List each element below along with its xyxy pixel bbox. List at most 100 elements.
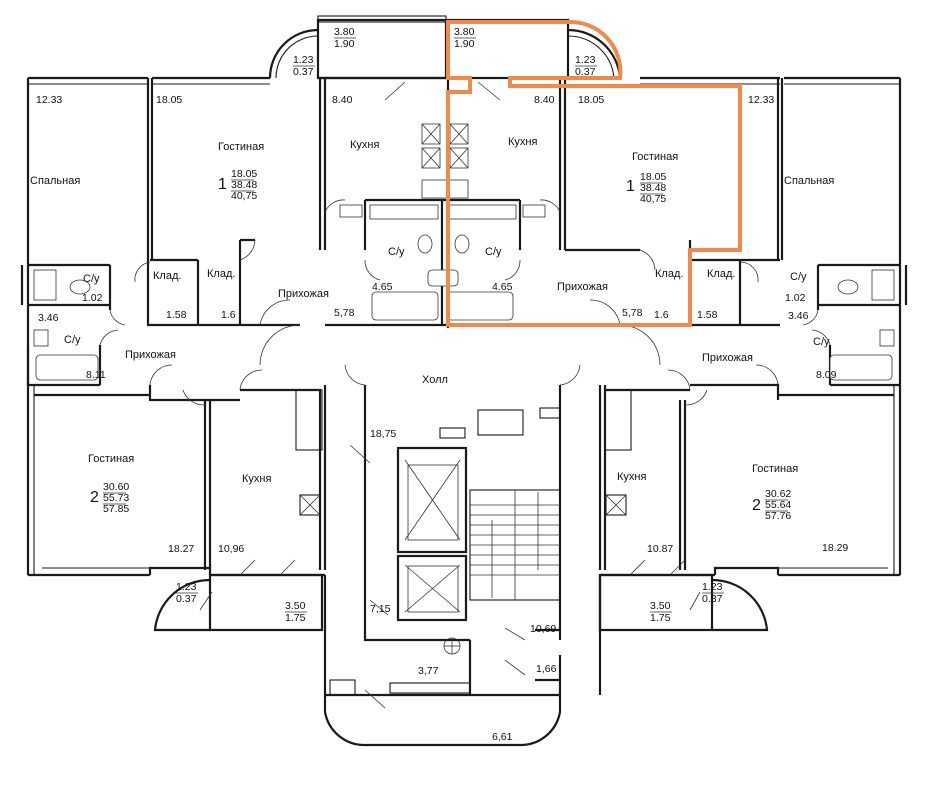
label-hall-top-left: Прихожая [278, 288, 329, 300]
area-balc-bl-a: 3.50 [285, 600, 306, 612]
area-loggia-br-a: 1.23 [702, 581, 723, 593]
area-liv-top-r: 18.05 [578, 94, 604, 106]
area-bath-mid-r: 4.65 [492, 281, 513, 293]
area-closet-a-l: 1.58 [166, 309, 187, 321]
area-vest-b: 1,66 [536, 663, 557, 675]
interior-walls-lower [34, 385, 894, 570]
svg-text:2: 2 [90, 489, 99, 506]
svg-text:18.05: 18.05 [640, 171, 666, 183]
svg-text:30.60: 30.60 [103, 481, 129, 493]
selected-apartment-outline [446, 19, 742, 327]
svg-text:18.05: 18.05 [231, 168, 257, 180]
area-balc-top-r-b: 1.90 [454, 38, 475, 50]
svg-text:38.48: 38.48 [231, 179, 257, 191]
svg-text:55.64: 55.64 [765, 499, 791, 511]
label-kitchen-bot-left: Кухня [242, 473, 271, 485]
apartment-summaries: 1 18.05 38.48 40,75 1 18.05 38.48 40,75 … [90, 168, 791, 522]
room-labels: Спальная Спальная Гостиная Гостиная Кухн… [30, 136, 834, 485]
apt-summary-1-left: 1 18.05 38.48 40,75 [218, 168, 257, 202]
top-balconies [268, 15, 622, 101]
label-bath-mid-left: С/у [388, 246, 405, 258]
area-loggia-tr-a: 1.23 [575, 54, 596, 66]
apt-summary-1-right: 1 18.05 38.48 40,75 [626, 171, 666, 205]
area-wc-l: 1.02 [82, 292, 103, 304]
area-loggia-tl-a: 1.23 [293, 54, 314, 66]
label-hall-top-right: Прихожая [557, 281, 608, 293]
svg-text:55.73: 55.73 [103, 492, 129, 504]
area-kit-bot-r: 10.87 [647, 543, 673, 555]
outer-walls [20, 76, 908, 697]
area-loggia-bl-b: 0.37 [176, 593, 197, 605]
area-wc-r: 1.02 [785, 292, 806, 304]
svg-text:57.76: 57.76 [765, 510, 791, 522]
area-closet-b-l: 1.6 [221, 309, 236, 321]
area-closet-a-r: 1.6 [654, 309, 669, 321]
area-hall-bot-r: 8.09 [816, 369, 837, 381]
label-wc-right: С/у [790, 271, 807, 283]
label-bath-side-left: С/у [64, 334, 81, 346]
area-kit-bot-l: 10,96 [218, 543, 244, 555]
area-liv-top-l: 18.05 [156, 94, 182, 106]
label-closet-l2: Клад. [207, 268, 235, 280]
svg-text:30.62: 30.62 [765, 488, 791, 500]
area-bath-side-r: 3.46 [788, 310, 809, 322]
label-living-top-left: Гостиная [218, 141, 264, 153]
label-bedroom-right: Спальная [784, 175, 834, 187]
area-hall-top-r: 5,78 [622, 307, 643, 319]
svg-text:1: 1 [626, 178, 635, 195]
svg-text:40,75: 40,75 [231, 190, 257, 202]
area-labels: 3.80 1.90 3.80 1.90 1.23 0.37 1.23 0.37 … [36, 26, 848, 743]
area-bath-mid-l: 4.65 [372, 281, 393, 293]
label-bath-mid-right: С/у [485, 246, 502, 258]
area-loggia-bl-a: 1.23 [176, 581, 197, 593]
label-bedroom-left: Спальная [30, 175, 80, 187]
label-wc-left: С/у [83, 273, 100, 285]
area-hall-bot-l: 8.11 [86, 369, 106, 381]
area-balc-top-l-b: 1.90 [334, 38, 355, 50]
bottom-balconies [153, 559, 769, 632]
stair-elevator-core [323, 385, 562, 747]
stair-flight [469, 489, 561, 601]
area-loggia-br-b: 0.37 [702, 593, 723, 605]
area-balc-top-r-a: 3.80 [454, 26, 475, 38]
label-kitchen-top-left: Кухня [350, 139, 379, 151]
area-balc-top-l-a: 3.80 [334, 26, 355, 38]
area-vest-c: 3,77 [418, 665, 439, 677]
label-closet-r1: Клад. [655, 268, 683, 280]
label-hall-bot-right: Прихожая [702, 352, 753, 364]
label-living-top-right: Гостиная [632, 151, 678, 163]
area-loggia-tl-b: 0.37 [293, 66, 314, 78]
area-bed-r: 12.33 [748, 94, 774, 106]
label-living-bot-left: Гостиная [88, 453, 134, 465]
area-balc-bl-b: 1.75 [285, 612, 306, 624]
area-liv-bot-l: 18.27 [168, 543, 194, 555]
area-kit-top-r: 8.40 [534, 94, 555, 106]
area-lobby: 18,75 [370, 428, 396, 440]
area-loggia-tr-b: 0.37 [575, 66, 596, 78]
door-swings [99, 199, 831, 406]
svg-text:40,75: 40,75 [640, 193, 666, 205]
label-kitchen-top-right: Кухня [508, 136, 537, 148]
area-liv-bot-r: 18.29 [822, 542, 848, 554]
label-closet-l1: Клад. [153, 270, 181, 282]
area-bath-side-l: 3.46 [38, 312, 59, 324]
area-entrance: 6,61 [492, 731, 513, 743]
svg-text:57.85: 57.85 [103, 503, 129, 515]
label-bath-side-right: С/у [813, 336, 830, 348]
area-hall-top-l: 5,78 [334, 307, 355, 319]
svg-text:2: 2 [752, 497, 761, 514]
area-kit-top-l: 8.40 [332, 94, 353, 106]
label-lobby: Холл [422, 374, 448, 386]
svg-text:38.48: 38.48 [640, 182, 666, 194]
label-hall-bot-left: Прихожая [125, 349, 176, 361]
apt-summary-2-left: 2 30.60 55.73 57.85 [90, 481, 129, 515]
label-kitchen-bot-right: Кухня [617, 471, 646, 483]
label-living-bot-right: Гостиная [752, 463, 798, 475]
area-bed-l: 12.33 [36, 94, 62, 106]
area-vest-a: 10,69 [530, 623, 556, 635]
area-stair-lobby: 7,15 [370, 603, 391, 615]
label-closet-r2: Клад. [707, 268, 735, 280]
area-balc-br-b: 1.75 [650, 612, 671, 624]
svg-text:1: 1 [218, 176, 227, 193]
